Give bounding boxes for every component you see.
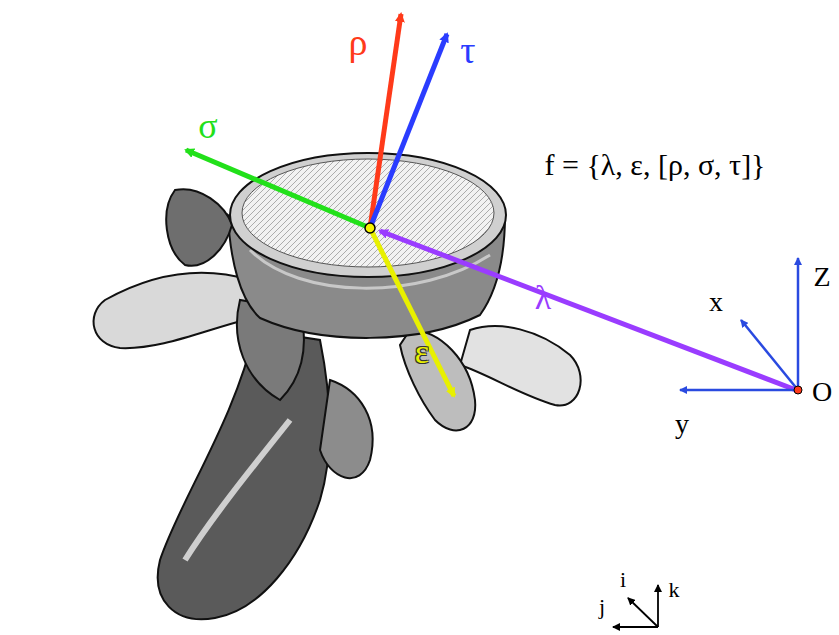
axis-label: y: [675, 410, 689, 438]
vector-label: σ: [198, 108, 217, 144]
axis-label: Z: [813, 263, 830, 291]
origin-label: O: [812, 378, 832, 406]
vector-label: λ: [535, 281, 552, 315]
vector-label: ρ: [349, 23, 368, 61]
vector-label: ε: [415, 335, 429, 369]
axis-label: j: [599, 596, 605, 618]
vector-label: τ: [460, 31, 475, 69]
axis-label: k: [669, 579, 680, 601]
axis-label: x: [709, 288, 723, 316]
axis-label: i: [620, 569, 626, 591]
formula-text: f = {λ, ε, [ρ, σ, τ]}: [544, 150, 765, 180]
